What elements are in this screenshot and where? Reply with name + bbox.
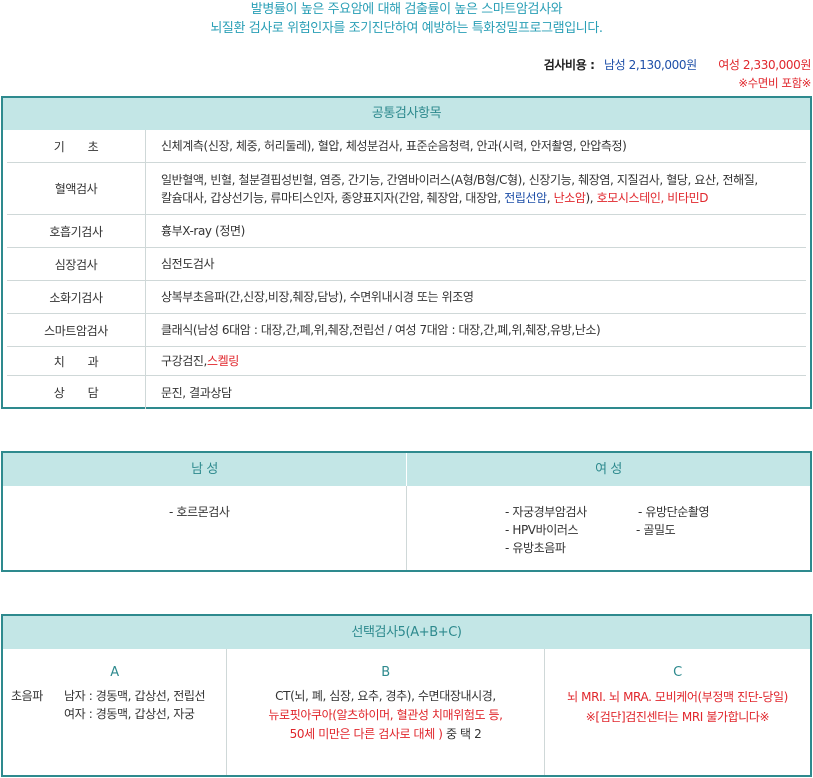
common-tests-table: 공통검사항목 기 초 신체계측(신장, 체중, 허리둘레), 혈압, 체성분검사… [1, 96, 812, 409]
table-row: 심장검사 심전도검사 [7, 248, 806, 281]
row-key: 심장검사 [7, 248, 146, 280]
table-row: 호흡기검사 흉부X-ray (정면) [7, 215, 806, 248]
blood-ovary: 난소암 [553, 190, 586, 205]
cost-info: 검사비용 : 남성 2,130,000원 여성 2,330,000원 ※수면비 … [543, 56, 812, 91]
female-column [407, 486, 810, 570]
option-a-title: A [110, 665, 119, 680]
row-key: 기 초 [7, 130, 146, 162]
table-row: 치 과 구강검진, 스켈링 [7, 347, 806, 376]
option-c-line-1: 뇌 MRI. 뇌 MRA. 모비케어(부정맥 진단-당일) [567, 690, 788, 704]
option-b-line-1: CT(뇌, 폐, 심장, 요추, 경추), 수면대장내시경, [275, 689, 496, 703]
female-item: - 유방단순촬영 [638, 505, 710, 519]
table-row: 혈액검사 일반혈액, 빈혈, 철분결핍성빈혈, 염증, 간기능, 간염바이러스(… [7, 163, 806, 215]
gender-tests-table: 남 성 여 성 - 호르몬검사 - 자궁경부암검사 - 유방단순촬영 - HPV… [1, 451, 812, 572]
table-row: 소화기검사 상복부초음파(간,신장,비장,췌장,담낭), 수면위내시경 또는 위… [7, 281, 806, 314]
male-column [3, 486, 407, 570]
female-item: - 유방초음파 [505, 541, 566, 555]
row-value: 상복부초음파(간,신장,비장,췌장,담낭), 수면위내시경 또는 위조영 [161, 290, 474, 304]
blood-line-1: 일반혈액, 빈혈, 철분결핍성빈혈, 염증, 간기능, 간염바이러스(A형/B형… [161, 172, 758, 187]
option-a-items: 남자 : 경동맥, 갑상선, 전립선 여자 : 경동맥, 갑상선, 자궁 [64, 687, 206, 723]
row-key: 혈액검사 [7, 163, 146, 214]
option-b-text: CT(뇌, 폐, 심장, 요추, 경추), 수면대장내시경, 뉴로핏아쿠아(알츠… [227, 687, 544, 744]
option-c-column: C 뇌 MRI. 뇌 MRA. 모비케어(부정맥 진단-당일) ※[검단]검진센… [545, 649, 810, 775]
row-value: 흉부X-ray (정면) [161, 224, 245, 238]
intro-line-2: 뇌질환 검사로 위험인자를 조기진단하여 예방하는 특화정밀프로그램입니다. [210, 21, 603, 36]
blood-prostate: 전립선암 [504, 190, 547, 205]
blood-separator: , [546, 190, 554, 205]
option-a-column: A 초음파 남자 : 경동맥, 갑상선, 전립선 여자 : 경동맥, 갑상선, … [3, 649, 227, 775]
intro-line-1: 발병률이 높은 주요암에 대해 검출률이 높은 스마트암검사와 [250, 2, 563, 17]
row-key: 상 담 [7, 376, 146, 409]
option-b-line-2: 뉴로핏아쿠아(알츠하이머, 혈관성 치매위험도 등, [268, 708, 503, 722]
female-item: - 골밀도 [636, 523, 676, 537]
blood-extra: 호모시스테인, 비타민D [596, 190, 709, 205]
cost-note: ※수면비 포함※ [738, 76, 811, 90]
female-title: 여 성 [407, 453, 810, 486]
common-tests-title: 공통검사항목 [3, 98, 810, 130]
cost-female: 여성 2,330,000원 [718, 58, 811, 72]
female-item: - 자궁경부암검사 [505, 505, 587, 519]
option-b-line-3-rest: 중 택 2 [442, 727, 482, 741]
row-value: 심전도검사 [161, 257, 215, 271]
table-row: 기 초 신체계측(신장, 체중, 허리둘레), 혈압, 체성분검사, 표준순음청… [7, 130, 806, 163]
row-value: 신체계측(신장, 체중, 허리둘레), 혈압, 체성분검사, 표준순음청력, 안… [161, 139, 627, 153]
optional-tests-table: 선택검사5(A+B+C) A 초음파 남자 : 경동맥, 갑상선, 전립선 여자… [1, 614, 812, 777]
option-b-line-3-red: 50세 미만은 다른 검사로 대체 ) [289, 727, 443, 741]
row-value: 일반혈액, 빈혈, 철분결핍성빈혈, 염증, 간기능, 간염바이러스(A형/B형… [146, 163, 806, 214]
row-key: 스마트암검사 [7, 314, 146, 346]
dental-text: 구강검진, [161, 354, 207, 368]
row-value: 클래식(남성 6대암 : 대장,간,폐,위,췌장,전립선 / 여성 7대암 : … [161, 323, 601, 337]
table-row: 상 담 문진, 결과상담 [7, 376, 806, 409]
row-value: 구강검진, 스켈링 [146, 347, 806, 375]
option-a-male: 남자 : 경동맥, 갑상선, 전립선 [64, 689, 206, 703]
option-c-line-2: ※[검단]검진센터는 MRI 불가합니다※ [585, 710, 770, 724]
optional-tests-title: 선택검사5(A+B+C) [3, 616, 810, 649]
option-a-female: 여자 : 경동맥, 갑상선, 자궁 [64, 707, 195, 721]
row-value: 문진, 결과상담 [161, 385, 232, 400]
cost-label: 검사비용 : [543, 58, 595, 72]
table-row: 스마트암검사 클래식(남성 6대암 : 대장,간,폐,위,췌장,전립선 / 여성… [7, 314, 806, 347]
female-item: - HPV바이러스 [505, 523, 579, 537]
blood-close: ), [585, 190, 597, 205]
option-b-column: B CT(뇌, 폐, 심장, 요추, 경추), 수면대장내시경, 뉴로핏아쿠아(… [227, 649, 545, 775]
male-title: 남 성 [3, 453, 407, 486]
row-key: 치 과 [7, 347, 146, 375]
option-a-category: 초음파 [11, 689, 43, 703]
row-key: 호흡기검사 [7, 215, 146, 247]
blood-line-2: 칼슘대사, 갑상선기능, 류마티스인자, 종양표지자(간암, 췌장암, 대장암, [161, 190, 505, 205]
row-key: 소화기검사 [7, 281, 146, 313]
male-item: - 호르몬검사 [169, 505, 230, 519]
dental-scaling: 스켈링 [206, 354, 239, 368]
option-c-text: 뇌 MRI. 뇌 MRA. 모비케어(부정맥 진단-당일) ※[검단]검진센터는… [545, 687, 810, 727]
option-c-title: C [673, 665, 682, 680]
option-b-title: B [381, 665, 390, 680]
cost-male: 남성 2,130,000원 [603, 58, 697, 72]
